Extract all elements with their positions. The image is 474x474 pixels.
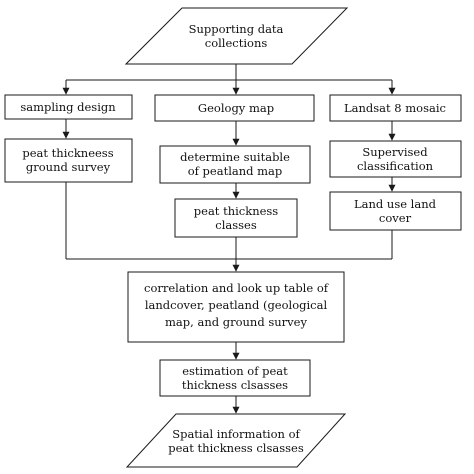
supporting-data-line1: Supporting data — [189, 22, 284, 36]
box-shape — [329, 94, 462, 122]
node-land-use: Land use land cover — [329, 191, 462, 231]
supervised-classification-line1: Supervised — [362, 145, 428, 159]
parallelogram-shape — [124, 7, 349, 65]
supporting-data-line2: collections — [205, 36, 268, 50]
supervised-classification-line2: classification — [357, 159, 434, 173]
node-estimation: estimation of peat thickness clsasses — [159, 359, 311, 397]
box-shape — [159, 359, 311, 397]
connectors — [62, 64, 396, 414]
ground-survey-line1: peat thickneess — [22, 146, 113, 160]
suitable-peatland-line2: of peatland map — [188, 164, 283, 178]
landsat-mosaic-label: Landsat 8 mosaic — [344, 101, 446, 115]
peat-classes-line1: peat thickness — [194, 204, 279, 218]
land-use-line2: cover — [379, 211, 412, 225]
box-shape — [4, 138, 133, 183]
correlation-line2: landcover, peatland (geological — [145, 298, 328, 312]
ground-survey-line2: ground survey — [26, 160, 111, 174]
node-supervised-classification: Supervised classification — [329, 140, 462, 178]
correlation-line1: correlation and look up table of — [144, 281, 329, 295]
sampling-design-label: sampling design — [20, 100, 116, 114]
spatial-info-line2: peat thickness clsasses — [168, 441, 304, 455]
geology-map-label: Geology map — [198, 101, 274, 115]
spatial-info-line1: Spatial information of — [172, 427, 300, 441]
box-shape — [127, 271, 345, 343]
node-geology-map: Geology map — [154, 94, 315, 122]
box-shape — [174, 198, 298, 238]
node-spatial-info: Spatial information of peat thickness cl… — [125, 413, 347, 468]
box-shape — [4, 94, 133, 120]
node-suitable-peatland: determine suitable of peatland map — [159, 145, 311, 184]
correlation-line3: map, and ground survey — [165, 315, 307, 329]
node-sampling-design: sampling design — [4, 94, 133, 120]
node-supporting-data: Supporting data collections — [124, 7, 349, 65]
node-ground-survey: peat thickneess ground survey — [4, 138, 133, 183]
node-landsat-mosaic: Landsat 8 mosaic — [329, 94, 462, 122]
box-shape — [154, 94, 315, 122]
estimation-line1: estimation of peat — [182, 364, 288, 378]
estimation-line2: thickness clsasses — [182, 378, 288, 392]
box-shape — [329, 140, 462, 178]
node-peat-classes: peat thickness classes — [174, 198, 298, 238]
suitable-peatland-line1: determine suitable — [180, 150, 290, 164]
node-correlation: correlation and look up table of landcov… — [127, 271, 345, 343]
peat-classes-line2: classes — [215, 218, 257, 232]
parallelogram-shape — [125, 413, 347, 468]
box-shape — [159, 145, 311, 184]
land-use-line1: Land use land — [354, 197, 437, 211]
box-shape — [329, 191, 462, 231]
